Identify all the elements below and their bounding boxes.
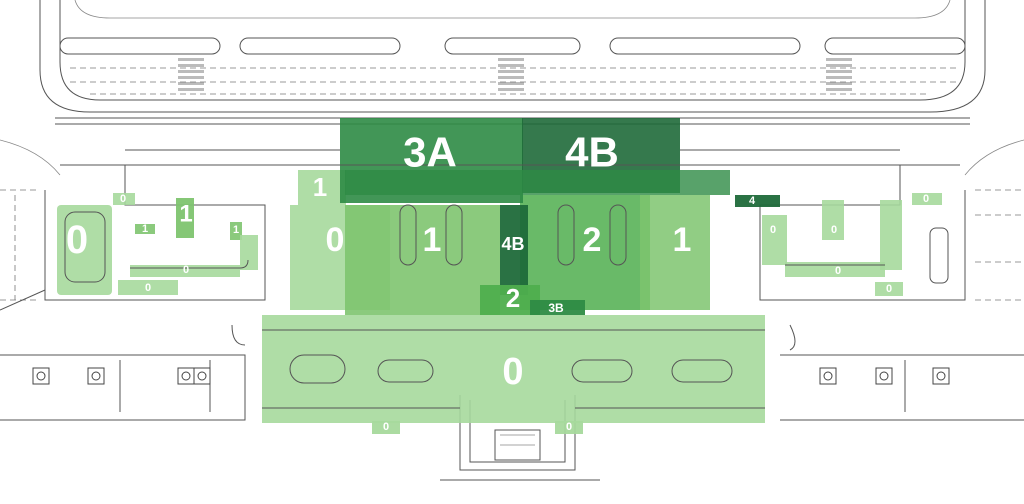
label-4-right: 4 xyxy=(749,195,756,207)
zone-plaza-tag-right xyxy=(555,421,583,434)
label-1-left-stair: 1 xyxy=(233,224,239,236)
label-0-right-b: 0 xyxy=(831,224,837,236)
zone-left-small1 xyxy=(135,224,155,234)
label-0-plaza-tag-left: 0 xyxy=(383,421,389,433)
zone-top-left-1 xyxy=(298,170,346,205)
label-1-left-wing: 1 xyxy=(179,201,192,228)
zone-labels: 3A 4B 1 0 1 1 1 0 0 0 0 1 4B 2 1 2 3B 4 … xyxy=(66,129,943,434)
label-3a: 3A xyxy=(403,129,457,176)
label-0-plaza: 0 xyxy=(502,351,523,393)
label-0-plaza-tag-right: 0 xyxy=(566,421,572,433)
label-0-right-edge: 0 xyxy=(937,283,943,295)
label-3b: 3B xyxy=(548,301,564,315)
zone-top-band xyxy=(345,170,730,195)
label-4b-top: 4B xyxy=(565,129,619,176)
plan-linework xyxy=(0,0,1024,481)
interior-linework xyxy=(64,164,949,409)
zone-right-center-1 xyxy=(640,195,710,310)
label-0-left-bottom: 0 xyxy=(145,282,151,294)
pay-station-icon xyxy=(32,367,950,385)
label-0-right-corridor: 0 xyxy=(835,265,841,277)
zone-left-bottom xyxy=(118,280,178,295)
zone-plaza-tag-left xyxy=(372,421,400,434)
zone-left-side1 xyxy=(230,222,242,240)
label-4b-core: 4B xyxy=(501,234,524,254)
label-0-right-a: 0 xyxy=(770,224,776,236)
zones xyxy=(57,118,942,434)
label-0-left-tag: 0 xyxy=(120,193,126,205)
label-2-lower: 2 xyxy=(506,283,520,313)
zone-right-corridor xyxy=(785,262,885,277)
zone-center-2 xyxy=(520,195,650,310)
zone-4-right xyxy=(735,195,780,207)
label-1-right-center: 1 xyxy=(673,221,692,259)
zone-left-wing xyxy=(57,205,112,295)
label-1-center: 1 xyxy=(423,221,442,259)
zone-right-c xyxy=(880,200,902,270)
label-2-center: 2 xyxy=(583,221,602,259)
zone-right-tag xyxy=(912,193,942,205)
label-0-right-bottom: 0 xyxy=(886,283,892,295)
zone-right-bottom xyxy=(875,282,903,296)
zone-3b xyxy=(530,300,585,315)
zone-center-1 xyxy=(345,205,500,315)
label-0-right-tag: 0 xyxy=(923,193,929,205)
zone-left-rightdown xyxy=(240,235,258,270)
zone-left-tag xyxy=(113,193,135,205)
zone-right-b xyxy=(822,200,844,240)
label-1-small-left: 1 xyxy=(142,223,148,235)
label-1-top: 1 xyxy=(313,172,327,202)
label-0-center-left: 0 xyxy=(326,221,345,259)
label-0-left-wing: 0 xyxy=(66,218,88,262)
label-0-left-corridor: 0 xyxy=(183,264,189,276)
zone-right-a xyxy=(762,215,787,265)
zone-4b-core xyxy=(500,205,528,295)
zone-left-stair xyxy=(176,198,194,238)
zone-plaza xyxy=(262,315,765,423)
